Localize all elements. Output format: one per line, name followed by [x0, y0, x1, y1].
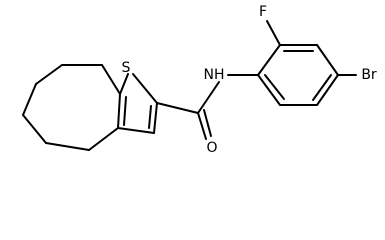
bond	[117, 127, 155, 134]
bond	[22, 114, 47, 144]
bond	[123, 96, 127, 126]
fluorobromophenyl-ring	[227, 20, 357, 106]
bond	[156, 102, 199, 114]
bond	[197, 112, 207, 140]
amide-group	[156, 81, 220, 140]
bond	[266, 20, 281, 46]
bond	[257, 74, 281, 106]
thiophene-ring	[117, 73, 158, 134]
chemical-structure-diagram: S O NH F Br	[22, 4, 377, 156]
bond	[101, 64, 121, 95]
bond	[197, 81, 220, 114]
bond	[117, 93, 121, 129]
nh-atom-label: NH	[204, 67, 225, 83]
bond	[316, 74, 339, 106]
bond	[257, 44, 281, 76]
oxygen-atom-label: O	[206, 140, 217, 156]
bond	[132, 73, 158, 104]
bond	[312, 74, 332, 101]
bond	[88, 127, 119, 151]
sulfur-atom-label: S	[122, 60, 131, 76]
bond	[119, 73, 129, 95]
bond	[203, 109, 212, 137]
bond	[22, 83, 37, 116]
bond	[264, 74, 285, 100]
bond	[45, 142, 90, 151]
bond	[316, 44, 339, 76]
bond	[148, 105, 152, 129]
bond	[153, 102, 158, 134]
cycloheptane-ring	[22, 64, 121, 151]
bromine-atom-label: Br	[361, 67, 377, 83]
fluorine-atom-label: F	[259, 4, 267, 20]
bond	[35, 64, 63, 85]
